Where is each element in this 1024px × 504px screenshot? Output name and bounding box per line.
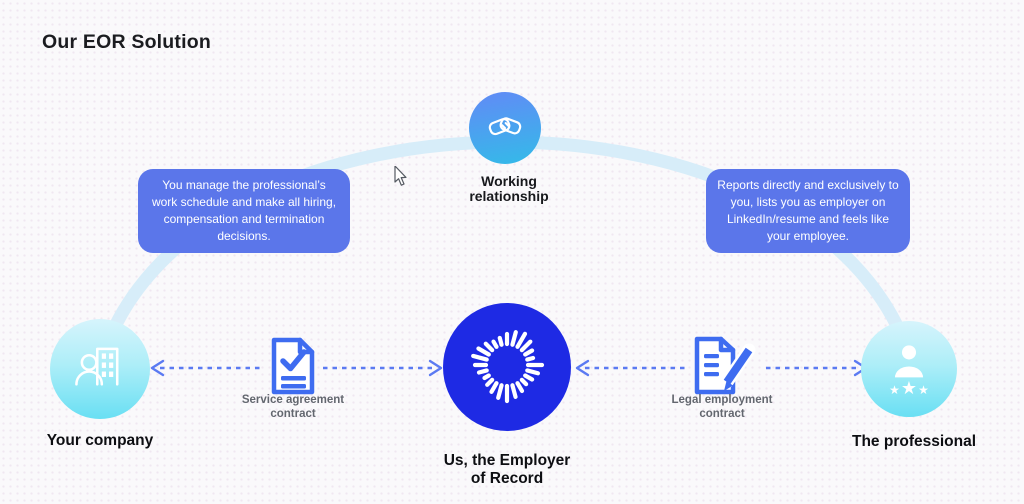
professional-label: The professional xyxy=(851,433,977,450)
eor-label: Us, the Employer of Record xyxy=(443,452,571,487)
document-pencil-icon xyxy=(691,335,759,395)
service-contract-label: Service agreement contract xyxy=(241,394,345,420)
person-building-icon xyxy=(71,338,129,401)
working-relationship-label: Working relationship xyxy=(469,173,549,204)
page-title: Our EOR Solution xyxy=(42,31,211,53)
handshake-icon xyxy=(482,103,528,154)
mouse-cursor xyxy=(394,166,407,186)
callout-company-role: You manage the professional’s work sched… xyxy=(138,169,350,253)
working-relationship-node xyxy=(469,92,541,164)
document-check-icon xyxy=(269,337,317,395)
company-node xyxy=(50,319,150,419)
callout-professional-role: Reports directly and exclusively to you,… xyxy=(706,169,910,253)
eor-node xyxy=(443,303,571,431)
person-stars-icon xyxy=(884,343,934,384)
company-label: Your company xyxy=(46,432,154,449)
star-icon: ★ xyxy=(918,382,929,397)
professional-node: ★ ★ ★ xyxy=(861,321,957,417)
legal-contract-label: Legal employment contract xyxy=(671,394,773,420)
star-rating-icons: ★ ★ ★ xyxy=(889,376,929,398)
callout-company-role-text: You manage the professional’s work sched… xyxy=(151,177,337,244)
star-icon: ★ xyxy=(889,382,900,397)
starburst-logo-icon xyxy=(443,301,571,434)
callout-professional-role-text: Reports directly and exclusively to you,… xyxy=(717,177,899,244)
star-icon: ★ xyxy=(900,377,918,398)
